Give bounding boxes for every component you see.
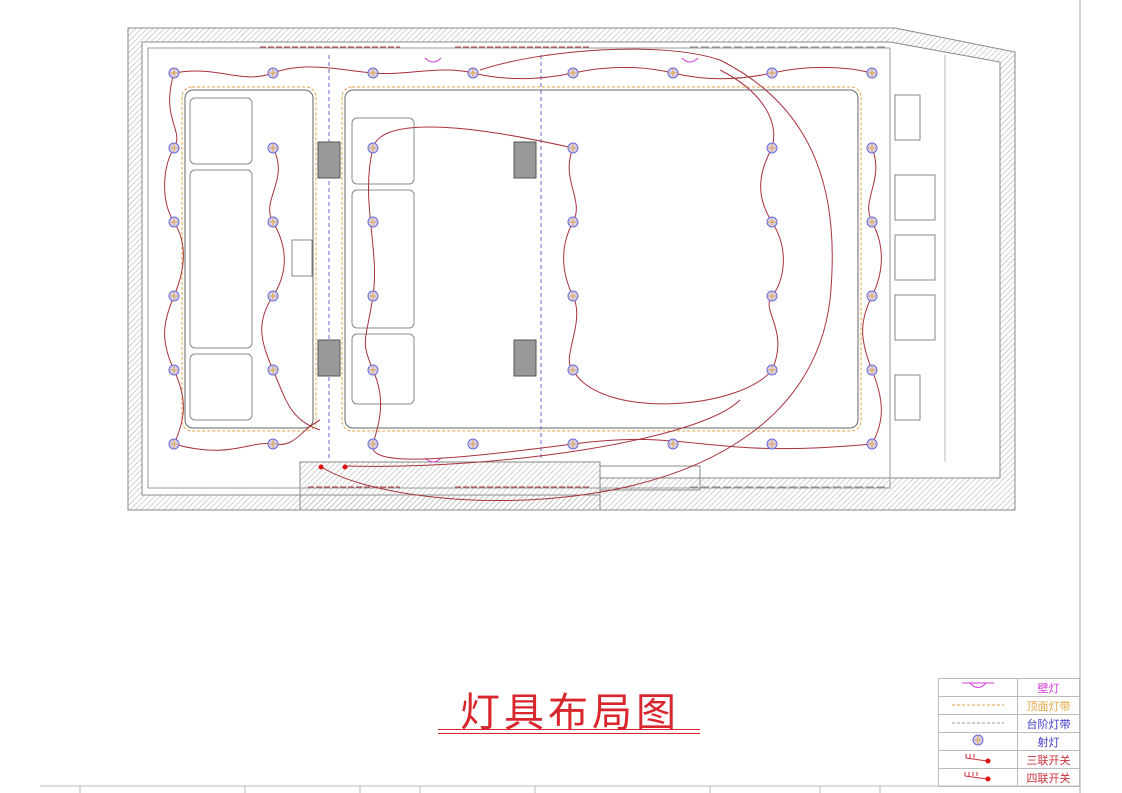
- legend-label: 台阶灯带: [1017, 714, 1080, 733]
- triple-switch-icon: [965, 754, 991, 764]
- spotlight-cross: [170, 292, 178, 300]
- step-strip-icon: [952, 722, 1004, 724]
- spotlight-cross: [170, 218, 178, 226]
- legend-row: 四联开关: [938, 768, 1080, 787]
- spotlight-cross: [369, 69, 377, 77]
- spotlight-cross: [170, 69, 178, 77]
- legend: 壁灯 顶面灯带 台阶灯带 射灯 三联开关 四联开关: [938, 678, 1080, 787]
- spotlight-cross: [768, 440, 776, 448]
- spotlight-cross: [868, 69, 876, 77]
- ceiling-zones: [181, 55, 862, 460]
- spotlight-cross: [269, 366, 277, 374]
- spotlight-cross: [469, 440, 477, 448]
- spotlight-cross: [269, 292, 277, 300]
- spotlight-cross: [868, 440, 876, 448]
- legend-label: 三联开关: [1017, 750, 1080, 769]
- quad-switch-icon: [964, 772, 991, 782]
- spotlight-cross: [768, 144, 776, 152]
- spotlight-cross: [269, 218, 277, 226]
- furniture: [189, 94, 936, 491]
- legend-label: 射灯: [1017, 732, 1080, 751]
- switch-dot: [318, 464, 324, 470]
- spotlight-cross: [369, 218, 377, 226]
- ceiling-strip-icon: [952, 704, 1004, 706]
- spotlight-cross: [369, 292, 377, 300]
- spotlight-cross: [669, 69, 677, 77]
- legend-row: 顶面灯带: [938, 696, 1080, 715]
- spotlight-cross: [868, 144, 876, 152]
- spotlight-cross: [569, 69, 577, 77]
- spotlight-cross: [170, 144, 178, 152]
- spotlight-cross: [170, 366, 178, 374]
- spotlight-cross: [669, 440, 677, 448]
- title-block-strip: [40, 785, 1080, 793]
- walls: [127, 27, 1016, 511]
- legend-row: 台阶灯带: [938, 714, 1080, 733]
- spotlight-cross: [569, 292, 577, 300]
- spotlight-cross: [868, 292, 876, 300]
- legend-label: 四联开关: [1017, 768, 1080, 787]
- legend-row: 射灯: [938, 732, 1080, 751]
- legend-row: 壁灯: [938, 678, 1080, 697]
- spotlight-cross: [269, 144, 277, 152]
- switch-dot: [342, 464, 348, 470]
- spotlight-cross: [469, 69, 477, 77]
- spotlight-cross: [868, 218, 876, 226]
- legend-row: 三联开关: [938, 750, 1080, 769]
- spotlight-cross: [269, 69, 277, 77]
- spotlight-cross: [768, 69, 776, 77]
- spotlight-cross: [868, 366, 876, 374]
- legend-label: 顶面灯带: [1017, 696, 1080, 715]
- title-underline: [438, 729, 700, 734]
- wall-lamp-icon: [962, 682, 994, 688]
- spotlight-cross: [569, 366, 577, 374]
- spotlight-cross: [569, 218, 577, 226]
- spotlight-cross: [170, 440, 178, 448]
- spotlight-cross: [768, 218, 776, 226]
- spotlight-cross: [369, 366, 377, 374]
- spotlight-cross: [369, 144, 377, 152]
- drawing-title: 灯具布局图: [460, 690, 680, 736]
- spotlight-cross: [569, 440, 577, 448]
- spotlight-cross: [569, 144, 577, 152]
- spotlight-cross: [768, 366, 776, 374]
- spotlights: [168, 67, 878, 450]
- spotlight-cross: [269, 440, 277, 448]
- switches: [318, 464, 348, 470]
- spotlight-cross: [369, 440, 377, 448]
- spotlight-icon: [972, 734, 984, 746]
- legend-label: 壁灯: [1017, 678, 1080, 697]
- spotlight-cross: [768, 292, 776, 300]
